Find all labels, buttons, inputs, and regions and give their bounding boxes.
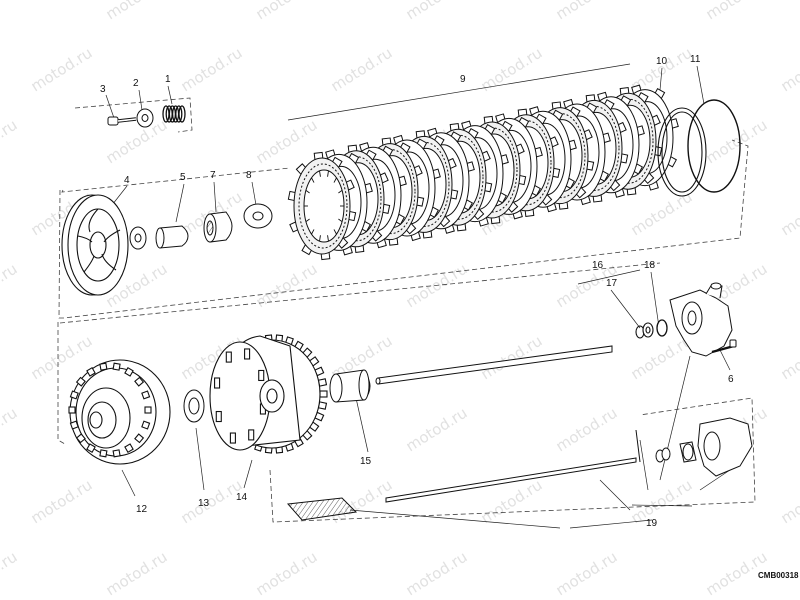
part-bearing-7 xyxy=(203,211,233,243)
callout-10: 10 xyxy=(656,56,668,67)
watermark-text: motod.ru xyxy=(0,260,20,312)
watermark-text: motod.ru xyxy=(778,332,800,384)
watermark-text: motod.ru xyxy=(778,44,800,96)
callout-6: 6 xyxy=(728,374,734,385)
watermark-text: motod.ru xyxy=(0,404,20,456)
part-spacer-13 xyxy=(183,389,205,423)
callout-18: 18 xyxy=(644,260,656,271)
frame-bottom-left xyxy=(57,322,66,445)
watermark-text: motod.ru xyxy=(253,116,321,168)
watermark-text: motod.ru xyxy=(328,44,396,96)
frame-top-left xyxy=(61,167,291,193)
part-rod-16 xyxy=(375,345,613,385)
part-slave-cylinder xyxy=(669,282,735,357)
callout-12: 12 xyxy=(136,504,148,515)
part-ring-10 xyxy=(657,107,707,197)
watermark-text: motod.ru xyxy=(553,0,621,23)
watermark-text: motod.ru xyxy=(0,116,20,168)
callout-2: 2 xyxy=(133,78,139,89)
watermark-text: motod.ru xyxy=(253,548,321,600)
watermark-text: motod.ru xyxy=(0,0,20,23)
frame-bolt-group xyxy=(74,97,193,133)
callout-19: 19 xyxy=(646,518,658,529)
part-o-rings-17 xyxy=(635,322,654,339)
part-pushrod-5 xyxy=(129,225,189,250)
watermark-text: motod.ru xyxy=(0,548,20,600)
watermark-text: motod.ru xyxy=(28,476,96,528)
watermark-text: motod.ru xyxy=(553,404,621,456)
part-seal-18 xyxy=(656,319,668,337)
callout-3: 3 xyxy=(100,84,106,95)
callout-11: 11 xyxy=(690,54,701,65)
callout-8: 8 xyxy=(246,170,252,181)
callout-labels: 1 2 3 4 5 6 7 8 9 10 11 12 13 14 15 16 1… xyxy=(100,54,734,529)
watermark-text: motod.ru xyxy=(403,0,471,23)
part-spring-1 xyxy=(162,105,186,123)
frame-bottom-top xyxy=(59,262,661,324)
part-bolt-3 xyxy=(107,116,137,126)
group-frames xyxy=(57,97,756,523)
watermark-text: motod.ru xyxy=(778,476,800,528)
part-clutch-pack-9 xyxy=(287,84,679,261)
watermark-text: motod.ru xyxy=(403,548,471,600)
watermark-text: motod.ru xyxy=(628,476,696,528)
part-clutch-housing-14 xyxy=(209,334,328,454)
callout-4: 4 xyxy=(124,175,130,186)
part-bolt-6 xyxy=(729,339,737,348)
watermark-text: motod.ru xyxy=(553,548,621,600)
watermark-text: motod.ru xyxy=(178,44,246,96)
part-clutch-hub-12 xyxy=(68,359,171,465)
part-spring-ring-11 xyxy=(687,99,741,193)
callout-15: 15 xyxy=(360,456,372,467)
frame-rod-kit xyxy=(269,397,756,523)
watermark-text: motod.ru xyxy=(103,548,171,600)
watermark-text: motod.ru xyxy=(403,404,471,456)
callout-16: 16 xyxy=(592,260,604,271)
callout-13: 13 xyxy=(198,498,210,509)
watermark-text: motod.ru xyxy=(703,0,771,23)
callout-1: 1 xyxy=(165,74,171,85)
frame-top xyxy=(58,139,749,319)
watermark-text: motod.ru xyxy=(103,0,171,23)
callout-14: 14 xyxy=(236,492,248,503)
part-pressure-plate-4 xyxy=(61,194,129,296)
leader-lines xyxy=(104,63,731,529)
watermark-text: motod.ru xyxy=(28,44,96,96)
part-washer-8 xyxy=(243,203,273,229)
callout-5: 5 xyxy=(180,172,186,183)
watermark-text: motod.ru xyxy=(778,188,800,240)
drawing-code: CMB00318 xyxy=(758,571,799,580)
watermark-text: motod.ru xyxy=(253,260,321,312)
watermark-text: motod.ru xyxy=(253,0,321,23)
part-washer-2 xyxy=(136,108,154,128)
part-bushing-15 xyxy=(329,369,371,403)
part-kit-19 xyxy=(286,417,753,521)
clutch-plate xyxy=(287,151,357,261)
callout-9: 9 xyxy=(460,74,466,85)
callout-7: 7 xyxy=(210,170,216,181)
callout-17: 17 xyxy=(606,278,618,289)
